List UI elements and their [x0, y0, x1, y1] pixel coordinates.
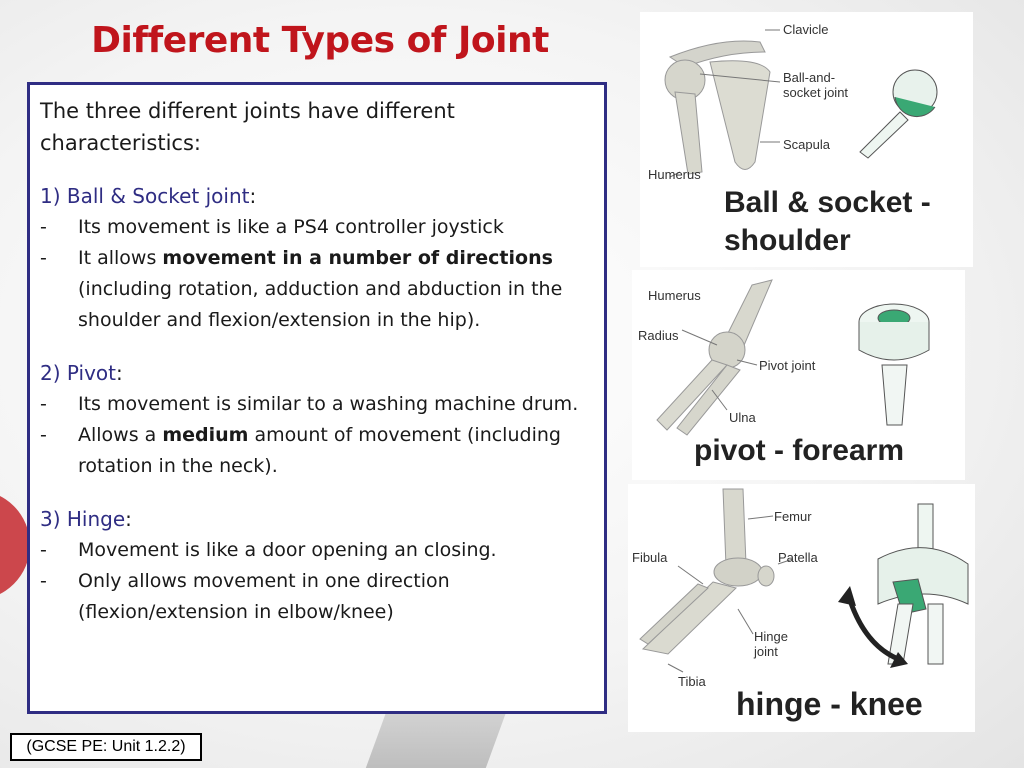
- ball-socket-image: Clavicle Ball-and-socket joint Scapula H…: [640, 12, 973, 267]
- label-humerus: Humerus: [648, 167, 701, 182]
- list-item: -It allows movement in a number of direc…: [40, 247, 563, 331]
- slide-title: Different Types of Joint: [91, 20, 549, 61]
- label-fibula: Fibula: [632, 550, 668, 565]
- label-radius: Radius: [638, 328, 679, 343]
- pivot-image: Humerus Radius Pivot joint Ulna pivot - …: [632, 270, 965, 480]
- label-clavicle: Clavicle: [783, 22, 829, 37]
- list-item: -Movement is like a door opening an clos…: [40, 539, 497, 561]
- list-item: -Allows a medium amount of movement (inc…: [40, 424, 561, 477]
- emphasis-text: medium: [162, 424, 249, 446]
- label-femur: Femur: [774, 509, 812, 524]
- label-pivot-joint: Pivot joint: [759, 358, 816, 373]
- caption-ball-socket: Ball & socket - shoulder: [724, 186, 931, 257]
- label-scapula: Scapula: [783, 137, 830, 152]
- section-heading-ball-socket: 1) Ball & Socket joint:: [40, 184, 257, 208]
- list-item: -Its movement is similar to a washing ma…: [40, 393, 579, 415]
- forearm-illustration: [656, 279, 930, 436]
- list-item: -Only allows movement in one direction (…: [40, 570, 450, 623]
- section-heading-hinge: 3) Hinge:: [40, 507, 132, 531]
- label-tibia: Tibia: [678, 674, 706, 689]
- unit-reference: (GCSE PE: Unit 1.2.2): [10, 733, 202, 761]
- knee-illustration: [639, 488, 969, 673]
- intro-text: The three different joints have differen…: [40, 99, 455, 155]
- label-humerus: Humerus: [648, 288, 701, 303]
- label-ulna: Ulna: [729, 410, 756, 425]
- caption-pivot: pivot - forearm: [694, 434, 905, 467]
- caption-hinge: hinge - knee: [736, 686, 923, 722]
- label-ball-socket-joint: Ball-and-socket joint: [783, 70, 849, 100]
- hinge-image: Femur Fibula Patella Hinge joint Tibia h…: [628, 484, 975, 732]
- section-heading-pivot: 2) Pivot:: [40, 361, 123, 385]
- list-item: -Its movement is like a PS4 controller j…: [40, 216, 504, 238]
- emphasis-text: movement in a number of directions: [162, 247, 553, 269]
- decorative-red-shape: [0, 490, 30, 600]
- content-box: The three different joints have differen…: [27, 82, 607, 714]
- label-patella: Patella: [778, 550, 818, 565]
- label-hinge-joint: Hinge joint: [754, 629, 788, 659]
- shoulder-illustration: [664, 29, 938, 178]
